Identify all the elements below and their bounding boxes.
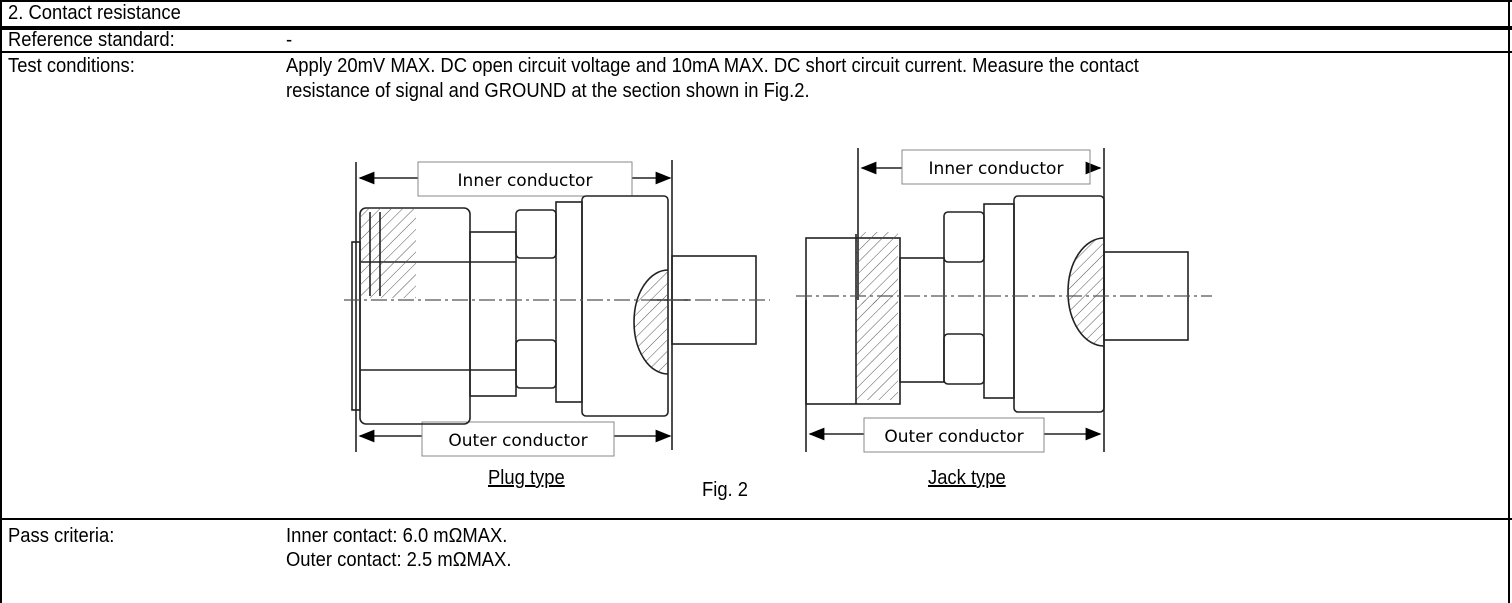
pass-inner: Inner contact: 6.0 mΩMAX.	[286, 525, 508, 547]
reference-value: -	[286, 29, 293, 51]
plug-inner-label: Inner conductor	[458, 171, 593, 191]
figure-caption: Fig. 2	[702, 479, 749, 501]
conditions-label: Test conditions:	[8, 55, 135, 77]
reference-label: Reference standard:	[8, 29, 175, 51]
jack-inner-label: Inner conductor	[929, 159, 1064, 179]
figure-2-drawing: Inner conductor Outer conductor Inner co…	[344, 148, 1212, 457]
pass-label: Pass criteria:	[8, 525, 115, 547]
top-rule	[0, 0, 1512, 2]
jack-outer-label: Outer conductor	[884, 427, 1023, 447]
pass-outer: Outer contact: 2.5 mΩMAX.	[286, 549, 512, 571]
conditions-line-1: Apply 20mV MAX. DC open circuit voltage …	[286, 55, 1139, 77]
section-title: 2. Contact resistance	[8, 2, 181, 24]
title-divider	[0, 26, 1512, 30]
conditions-line-2: resistance of signal and GROUND at the s…	[286, 80, 810, 102]
reference-divider	[0, 51, 1512, 53]
plug-outer-label: Outer conductor	[448, 431, 587, 451]
plug-caption: Plug type	[488, 467, 565, 489]
jack-caption: Jack type	[928, 467, 1006, 489]
conditions-divider	[0, 518, 1512, 520]
plug-connector-drawing	[351, 160, 757, 457]
jack-connector-drawing	[805, 148, 1189, 453]
